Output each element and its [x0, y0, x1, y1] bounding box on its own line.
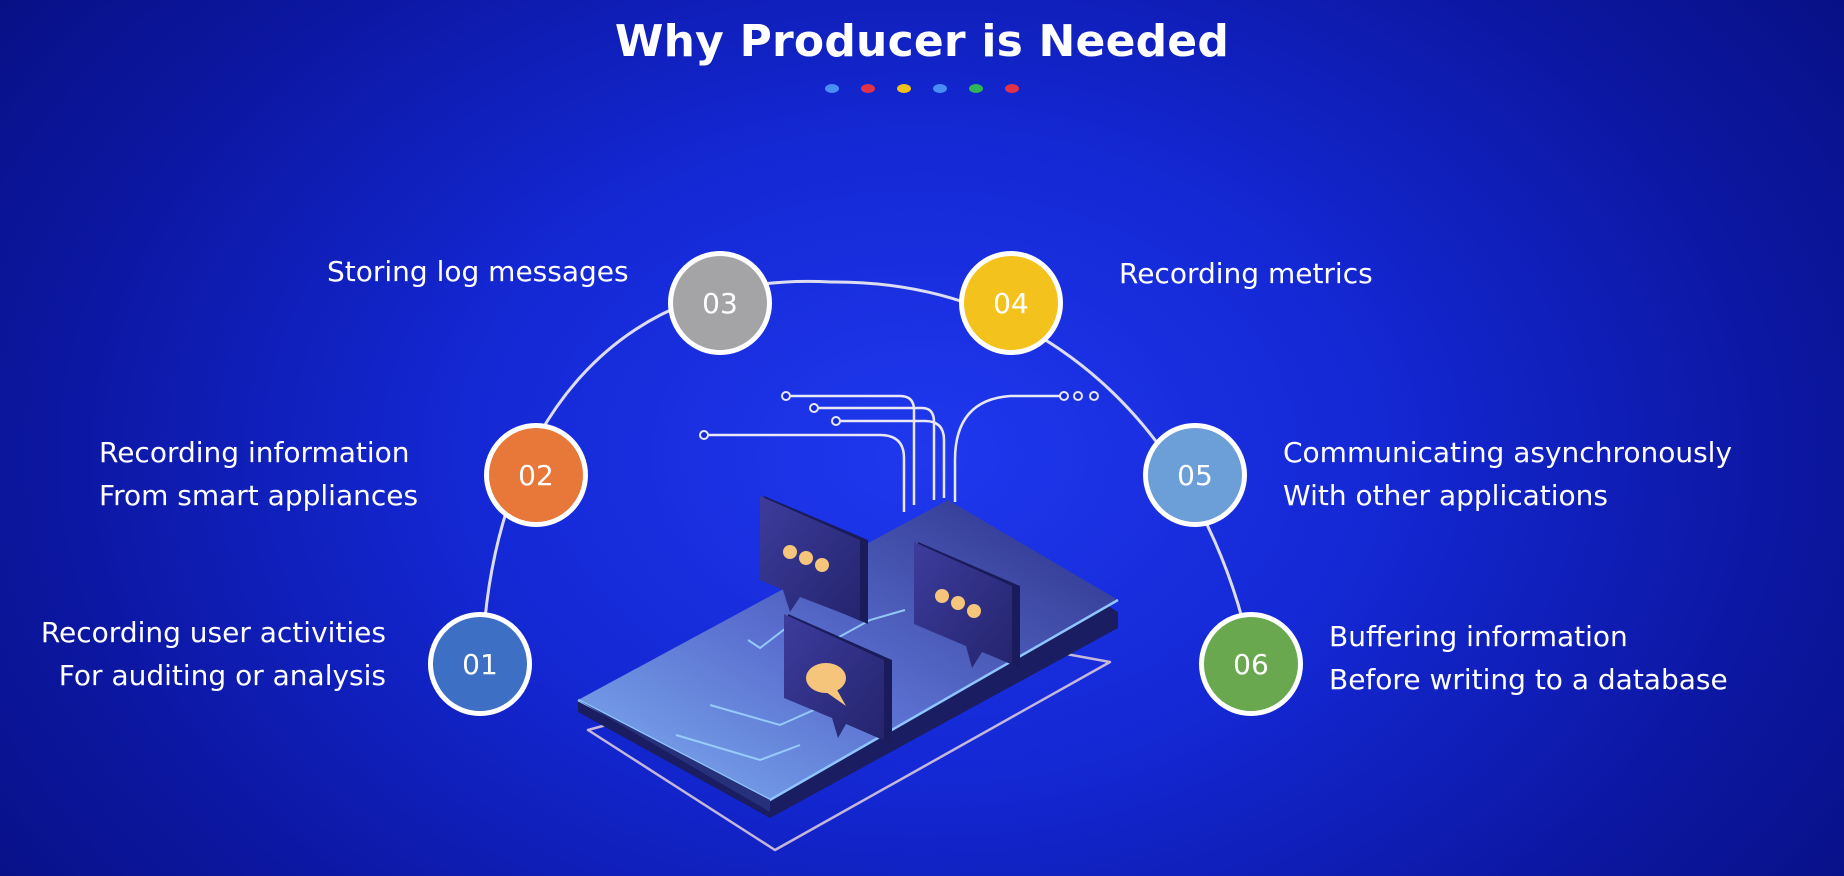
item-label-05: Communicating asynchronously With other …	[1283, 431, 1732, 517]
item-line: Communicating asynchronously	[1283, 436, 1733, 469]
item-line: Recording metrics	[1119, 257, 1373, 290]
accent-dot	[825, 84, 839, 93]
item-label-02: Recording information From smart applian…	[99, 431, 418, 517]
step-number: 04	[993, 286, 1029, 320]
chat-bubble-panel	[914, 542, 1020, 668]
item-label-01: Recording user activities For auditing o…	[41, 611, 386, 697]
step-number: 03	[702, 286, 738, 320]
step-circle-04: 04	[959, 251, 1063, 355]
wire-endpoints	[699, 391, 1099, 440]
step-number: 05	[1177, 458, 1213, 492]
accent-dot	[861, 84, 875, 93]
item-line: Storing log messages	[327, 255, 629, 288]
item-label-03: Storing log messages	[327, 250, 629, 293]
item-line: Buffering information	[1329, 620, 1628, 653]
item-label-06: Buffering information Before writing to …	[1329, 615, 1728, 701]
item-line: Before writing to a database	[1329, 663, 1728, 696]
step-circle-02: 02	[484, 423, 588, 527]
step-circle-03: 03	[668, 251, 772, 355]
accent-dots	[0, 84, 1844, 93]
accent-dot	[933, 84, 947, 93]
item-label-04: Recording metrics	[1119, 252, 1373, 295]
item-line: Recording information	[99, 436, 410, 469]
item-line: For auditing or analysis	[58, 659, 386, 692]
page-title: Why Producer is Needed	[614, 16, 1230, 67]
step-number: 02	[518, 458, 554, 492]
wires	[704, 394, 1064, 512]
accent-dot	[969, 84, 983, 93]
step-circle-01: 01	[428, 612, 532, 716]
step-circle-06: 06	[1199, 612, 1303, 716]
chat-bubble-panel	[760, 496, 868, 624]
step-circle-05: 05	[1143, 423, 1247, 527]
item-line: Recording user activities	[40, 616, 386, 649]
step-number: 01	[462, 647, 498, 681]
item-line: From smart appliances	[99, 479, 419, 512]
item-line: With other applications	[1283, 479, 1609, 512]
accent-dot	[897, 84, 911, 93]
step-number: 06	[1233, 647, 1269, 681]
accent-dot	[1005, 84, 1019, 93]
chat-bubble-panel	[784, 614, 892, 744]
